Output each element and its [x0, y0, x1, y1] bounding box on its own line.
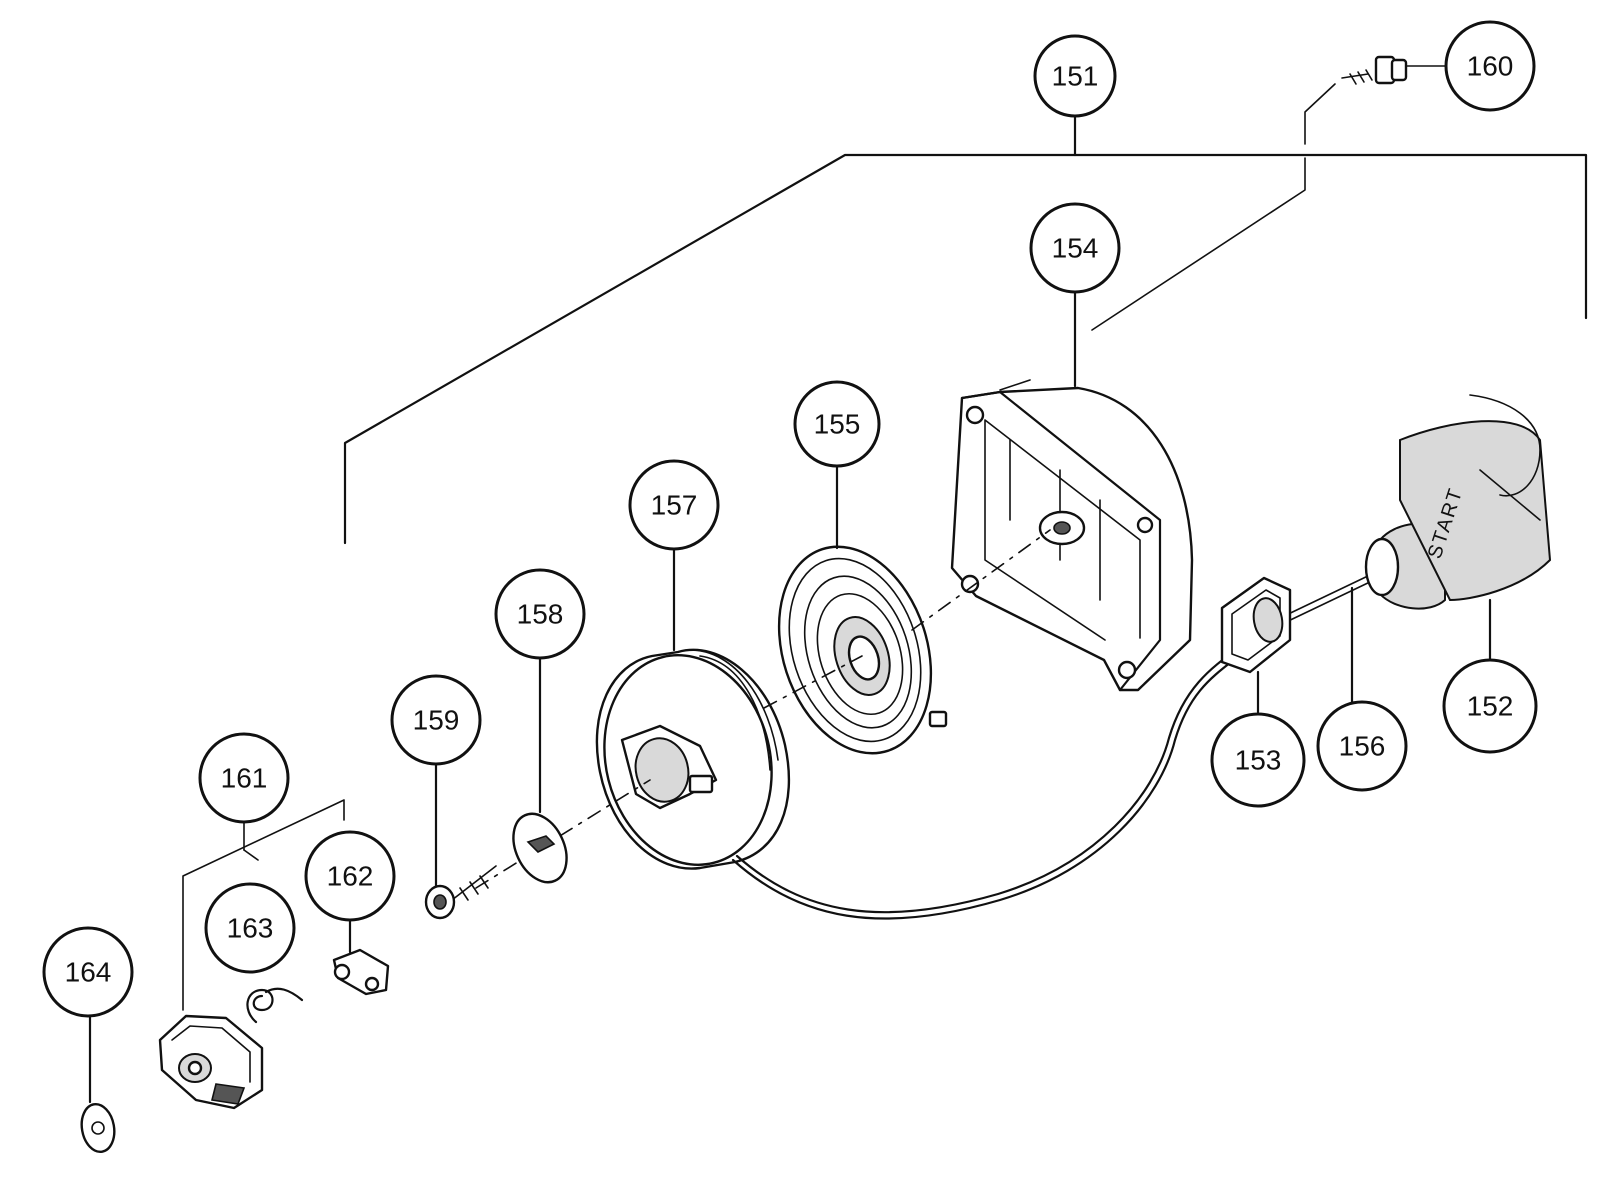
callout-154: 154	[1029, 202, 1121, 294]
callout-162: 162	[304, 830, 396, 922]
callout-157: 157	[628, 459, 720, 551]
washer-158	[512, 656, 568, 884]
callout-152: 152	[1442, 658, 1538, 754]
callout-label: 164	[65, 957, 112, 988]
callout-156: 156	[1316, 700, 1408, 792]
callout-label: 159	[413, 705, 460, 736]
starter-handle-152: START	[1364, 394, 1552, 662]
pulley-157	[595, 540, 791, 870]
callout-label: 156	[1339, 731, 1386, 762]
washer-164	[80, 1014, 116, 1153]
screw-159	[424, 763, 497, 920]
assembly-bracket-151	[343, 114, 1588, 545]
rope-guide-153	[1220, 576, 1292, 714]
callout-164: 164	[42, 926, 134, 1018]
ratchet-bracket-161	[182, 799, 345, 1011]
center-axis-line	[475, 529, 1051, 889]
callout-label: 158	[517, 599, 564, 630]
callout-155: 155	[793, 380, 881, 468]
callout-label: 154	[1052, 233, 1099, 264]
callout-label: 160	[1467, 51, 1514, 82]
callout-163: 163	[204, 882, 296, 974]
callout-151: 151	[1033, 34, 1117, 118]
recoil-spring-155	[777, 462, 948, 755]
callout-label: 157	[651, 490, 698, 521]
callout-label: 152	[1467, 691, 1514, 722]
ratchet-pawl-161	[158, 1014, 264, 1110]
starter-rope-156	[731, 574, 1373, 920]
screw-160	[1091, 55, 1447, 331]
starter-cover-154	[950, 290, 1194, 692]
callout-153: 153	[1210, 712, 1306, 808]
ratchet-spring-163	[246, 987, 304, 1024]
callout-label: 153	[1235, 745, 1282, 776]
callout-label: 162	[327, 861, 374, 892]
callout-label: 161	[221, 763, 268, 794]
callout-label: 155	[814, 409, 861, 440]
ratchet-plate-162	[332, 916, 390, 996]
callout-159: 159	[390, 674, 482, 766]
callout-label: 151	[1052, 61, 1099, 92]
callout-label: 163	[227, 913, 274, 944]
callout-158: 158	[494, 568, 586, 660]
callout-161: 161	[198, 732, 290, 824]
callout-160: 160	[1444, 20, 1536, 112]
